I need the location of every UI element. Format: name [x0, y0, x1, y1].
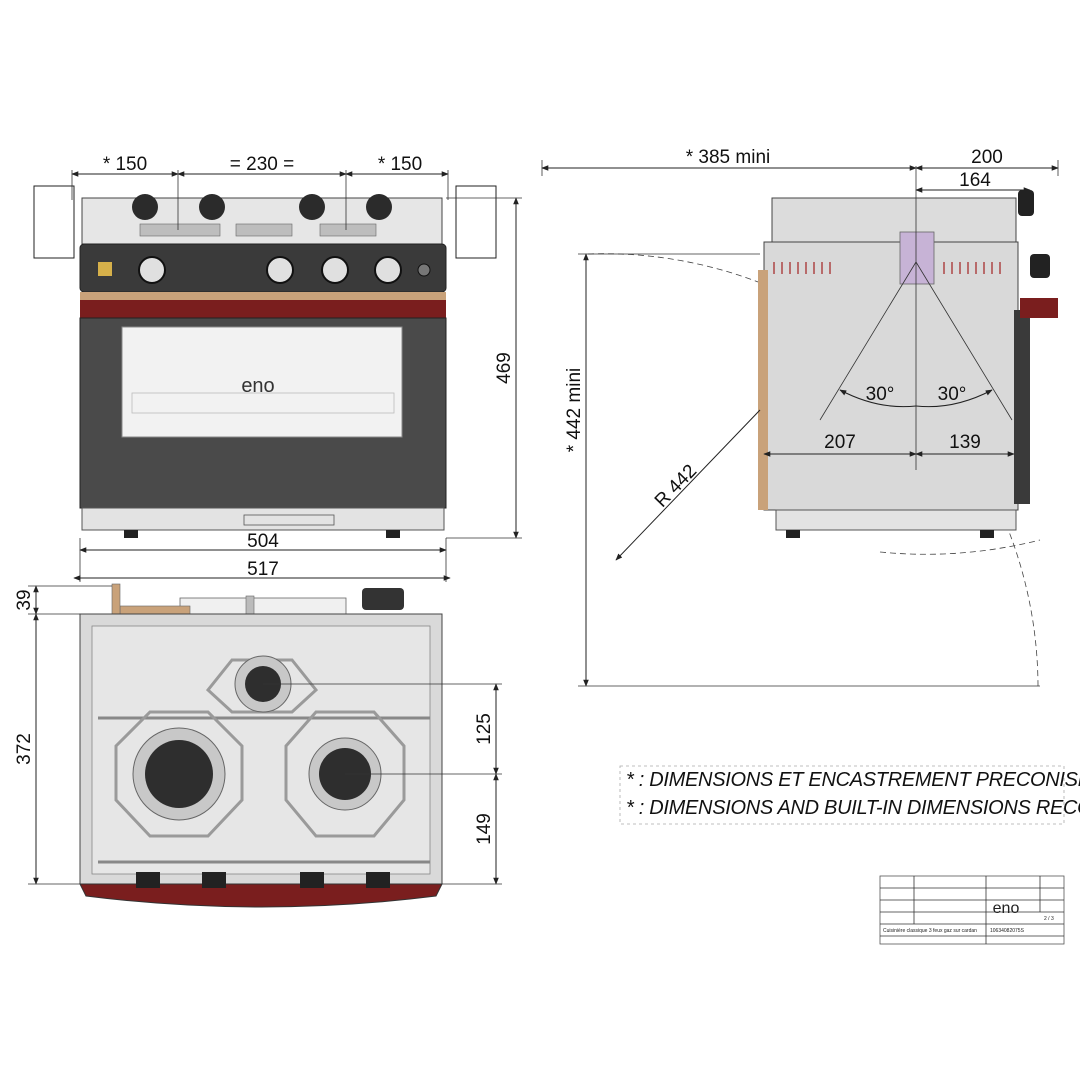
control-knobs	[138, 256, 431, 284]
ignition-button	[98, 262, 112, 276]
foot-right	[386, 530, 400, 538]
side-body	[763, 241, 1019, 511]
top-knob-1	[132, 194, 158, 220]
front-handle-rail	[79, 883, 443, 908]
angle-left: 30°	[866, 384, 895, 405]
dim-height: 469	[494, 352, 515, 384]
dim-right-spacing: * 150	[378, 154, 422, 175]
dim-radius: R 442	[651, 461, 701, 512]
dim-offset: 39	[14, 589, 35, 610]
right-cabinet-outline	[455, 185, 497, 259]
title-block-description: Cuisinière classique 3 feux gaz sur card…	[883, 928, 977, 934]
brand-logo: eno	[241, 375, 274, 397]
title-block-logo: eno	[993, 900, 1020, 917]
oven-handle	[80, 300, 446, 318]
dim-depth: 372	[14, 733, 35, 765]
dim-left-spacing: * 150	[103, 154, 147, 175]
foot-left	[124, 530, 138, 538]
swing-arc	[587, 253, 1039, 691]
burner-left-front	[139, 223, 221, 237]
top-view: 39 372 125 149	[14, 583, 502, 908]
top-knob-3	[299, 194, 325, 220]
dim-clearance-height: * 442 mini	[564, 368, 585, 453]
left-cabinet-outline	[33, 185, 75, 259]
top-knob-4	[366, 194, 392, 220]
dim-middle-spacing: = 230 =	[230, 154, 294, 175]
burner-right-front	[319, 223, 377, 237]
side-handle	[1020, 298, 1058, 318]
side-view: 30° 30° 207 139 * 385 mini 200 164 * 442…	[541, 147, 1059, 691]
title-block-reference: 10634082075S	[990, 928, 1025, 934]
gimbal-pivot	[899, 231, 935, 285]
side-gas-pipe	[758, 270, 768, 510]
oven-base	[81, 507, 445, 531]
dim-axis-to-front: 139	[949, 432, 981, 453]
trim-strip	[80, 292, 446, 300]
dim-width-inner: 504	[247, 531, 279, 552]
burner-center-front	[235, 223, 293, 237]
angle-right: 30°	[938, 384, 967, 405]
oven-window	[121, 326, 403, 438]
note-french: * : DIMENSIONS ET ENCASTREMENT PRECONISE	[626, 769, 1080, 791]
title-block: eno Cuisinière classique 3 feux gaz sur …	[879, 875, 1065, 945]
title-block-page: 2 / 3	[1044, 916, 1054, 922]
side-door	[1014, 310, 1030, 504]
dim-depth-total: 200	[971, 147, 1003, 168]
dim-rear-to-axis: 207	[824, 432, 856, 453]
front-view: eno * 150 = 230 = * 150 469 504 517	[33, 154, 522, 582]
gas-pipe	[119, 605, 191, 615]
gas-connector	[362, 588, 404, 610]
dim-width-outer: 517	[247, 559, 279, 580]
dim-knob-depth: 164	[959, 170, 991, 191]
side-hob	[771, 197, 1017, 243]
note-english: * : DIMENSIONS AND BUILT-IN DIMENSIONS R…	[626, 797, 1080, 819]
dim-front-offset: 149	[474, 813, 495, 845]
notes-box: * : DIMENSIONS ET ENCASTREMENT PRECONISE…	[619, 765, 1080, 825]
dim-burner-spacing: 125	[474, 713, 495, 745]
top-knob-2	[199, 194, 225, 220]
dim-clearance-depth: * 385 mini	[686, 147, 771, 168]
side-knob-top	[1018, 190, 1034, 216]
